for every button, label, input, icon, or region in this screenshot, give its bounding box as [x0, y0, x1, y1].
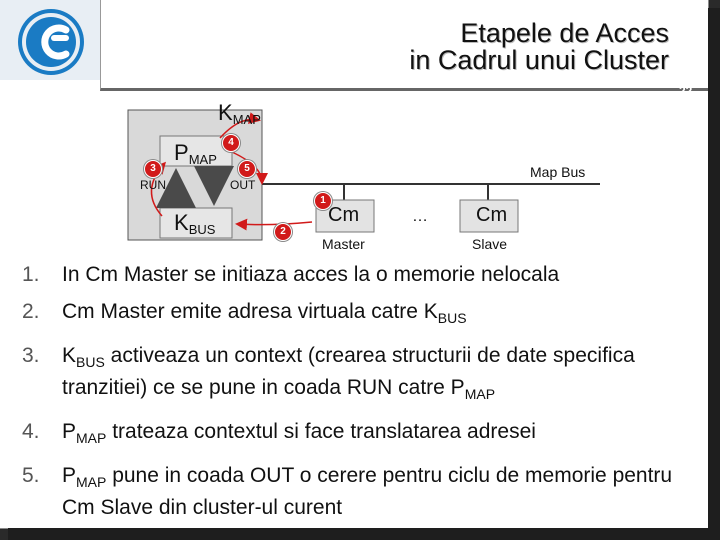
- map-bus-label: Map Bus: [530, 164, 586, 180]
- slide-shadow-bottom: [8, 528, 720, 540]
- out-label: OUT: [230, 178, 256, 192]
- page-title: Etapele de Acces: [460, 18, 669, 48]
- step-number: 5.: [22, 464, 40, 487]
- step-text: PMAP trateaza contextul si face translat…: [62, 420, 536, 446]
- logo-icon: [18, 9, 84, 75]
- slide-shadow-right: [708, 8, 720, 540]
- run-label: RUN: [140, 178, 166, 192]
- step-item-1: 1. In Cm Master se initiaza acces la o m…: [22, 262, 702, 287]
- cm-master-caption: Master: [322, 236, 365, 252]
- step-text: In Cm Master se initiaza acces la o memo…: [62, 263, 560, 286]
- slide: Etapele de Acces in Cadrul unui Cluster …: [0, 0, 709, 529]
- cm-slave-caption: Slave: [472, 236, 508, 252]
- ellipsis-label: …: [412, 208, 428, 225]
- step-item-2: 2. Cm Master emite adresa virtuala catre…: [22, 299, 702, 331]
- step-number: 3.: [22, 344, 40, 367]
- step2-arrow: [235, 218, 313, 231]
- kbus-box: [159, 207, 233, 239]
- cm-slave-box: [459, 199, 519, 233]
- step-number: 4.: [22, 420, 40, 443]
- step-item-3: 3. KBUS activeaza un context (crearea st…: [22, 343, 702, 407]
- steps-list: 1. In Cm Master se initiaza acces la o m…: [22, 262, 702, 532]
- cm-slave-box-label: Cm: [476, 204, 508, 226]
- cm-master-box-label: Cm: [328, 204, 360, 226]
- cluster-diagram: KMAP PMAP KBUS RUN OUT Map Bus Cm Master…: [0, 96, 708, 261]
- step-number: 1.: [22, 263, 40, 286]
- step-item-4: 4. PMAP trateaza contextul si face trans…: [22, 419, 702, 451]
- step4-arrow: [219, 112, 261, 139]
- page-number: 22: [679, 84, 693, 98]
- title-box: Etapele de Acces in Cadrul unui Cluster: [100, 0, 709, 91]
- step-text: PMAP pune in coada OUT o cerere pentru c…: [62, 464, 673, 519]
- step-badge-1: 1: [314, 192, 332, 210]
- step-number: 2.: [22, 300, 40, 323]
- step-badge-3: 3: [144, 160, 162, 178]
- step-text: KBUS activeaza un context (crearea struc…: [62, 344, 635, 402]
- kbus-label: KBUS: [174, 210, 216, 237]
- page-subtitle: in Cadrul unui Cluster: [409, 45, 669, 75]
- step-badge-4: 4: [222, 134, 240, 152]
- step-item-5: 5. PMAP pune in coada OUT o cerere pentr…: [22, 463, 702, 520]
- step-text: Cm Master emite adresa virtuala catre KB…: [62, 300, 467, 326]
- step-badge-5: 5: [238, 160, 256, 178]
- pmap-box: [159, 135, 233, 167]
- pmap-label: PMAP: [174, 140, 217, 167]
- kmap-label: KMAP: [218, 100, 261, 127]
- step-badge-2: 2: [274, 223, 292, 241]
